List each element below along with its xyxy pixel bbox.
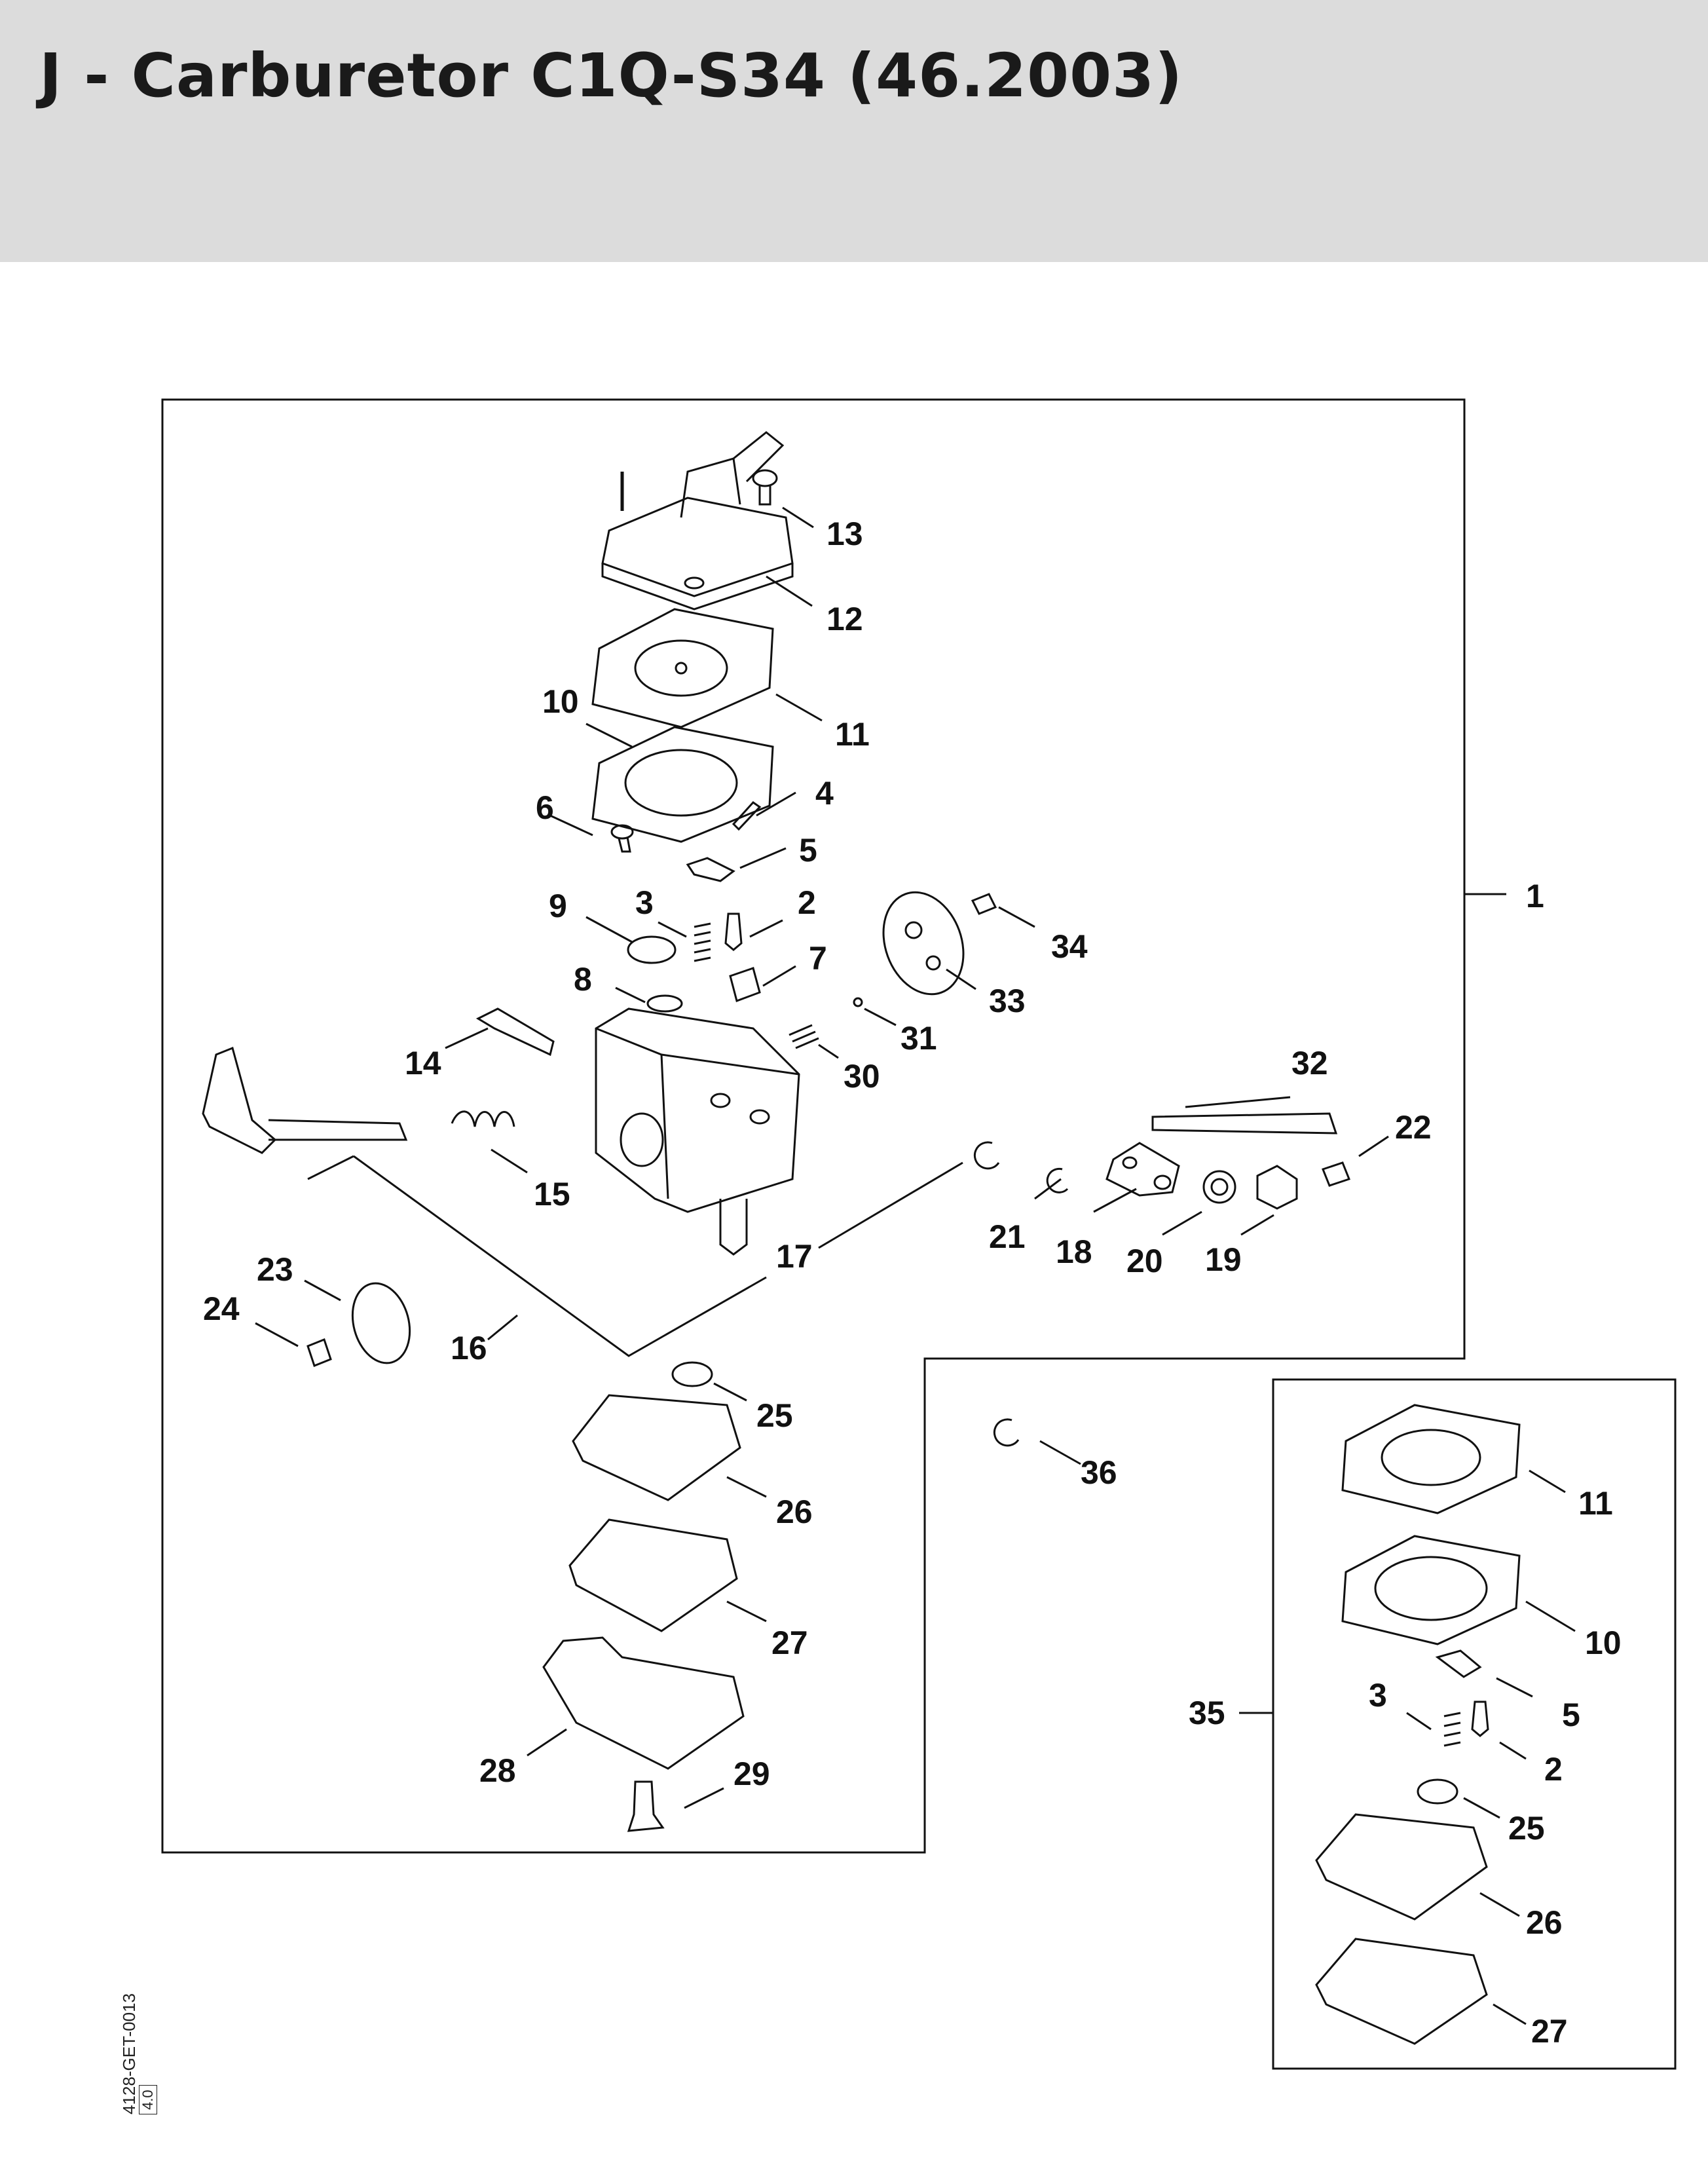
part-12-cover — [601, 431, 794, 610]
part-24-screw — [306, 1338, 332, 1367]
callout-18: 18 — [1056, 1233, 1092, 1270]
part-3-spring — [694, 922, 711, 962]
callout-14: 14 — [405, 1045, 441, 1081]
kit-part-5 — [1435, 1649, 1482, 1678]
kit-part-3 — [1443, 1712, 1461, 1747]
part-25-filter — [671, 1361, 713, 1387]
part-27-gasket — [568, 1518, 738, 1632]
part-29-screw — [627, 1780, 665, 1832]
part-16-shaft — [202, 1046, 408, 1154]
part-5-lever — [686, 857, 735, 882]
part-14-screw — [475, 1007, 555, 1057]
kit-part-26 — [1315, 1813, 1488, 1921]
drawing-reference: 4128-GET-0013 — [119, 1993, 139, 2114]
callout-17: 17 — [776, 1238, 813, 1275]
callout-19: 19 — [1205, 1241, 1242, 1278]
part-15-spring — [451, 1110, 515, 1127]
carburetor-body — [595, 1007, 800, 1256]
callout-5: 5 — [799, 832, 817, 869]
kit-callout-25: 25 — [1508, 1810, 1545, 1847]
callout-27: 27 — [771, 1624, 808, 1661]
part-8-seal — [646, 994, 683, 1013]
callout-24: 24 — [203, 1290, 240, 1327]
part-22-screw — [1322, 1161, 1350, 1187]
part-10-gasket — [591, 726, 774, 843]
callout-3: 3 — [635, 884, 654, 921]
callout-29: 29 — [733, 1755, 770, 1792]
callout-26: 26 — [776, 1493, 813, 1530]
callout-30: 30 — [844, 1058, 880, 1095]
part-36-clip — [993, 1418, 1020, 1447]
callout-labels: 13 12 10 11 4 6 5 9 3 2 7 8 34 33 31 30 … — [203, 516, 1622, 2050]
part-34-screw — [971, 893, 997, 915]
part-30-spring — [789, 1024, 819, 1049]
kit-part-27 — [1315, 1938, 1488, 2045]
part-7-sleeve — [729, 967, 761, 1002]
part-20-washer-hole — [1210, 1178, 1229, 1196]
callout-9: 9 — [549, 888, 567, 924]
part-31-ball — [853, 997, 863, 1007]
callout-32: 32 — [1291, 1045, 1328, 1081]
part-23-plate — [351, 1282, 411, 1364]
part-2-needle — [724, 912, 743, 951]
kit-callout-2: 2 — [1544, 1751, 1563, 1788]
callout-25: 25 — [756, 1397, 793, 1434]
page-title: J - Carburetor C1Q-S34 (46.2003) — [39, 41, 1183, 111]
callout-21: 21 — [989, 1218, 1026, 1255]
callout-15: 15 — [534, 1176, 570, 1212]
drawing-revision: 4.0 — [139, 2085, 157, 2114]
callout-13: 13 — [826, 516, 863, 552]
part-9-seal — [627, 935, 677, 964]
callout-33: 33 — [989, 983, 1026, 1019]
callout-2: 2 — [798, 884, 816, 921]
kit-frame — [1272, 1378, 1677, 2070]
kit-callout-27: 27 — [1531, 2013, 1568, 2050]
callout-8: 8 — [574, 961, 592, 998]
callout-6: 6 — [536, 789, 554, 826]
kit-callout-11: 11 — [1578, 1485, 1613, 1522]
callout-31: 31 — [900, 1020, 937, 1057]
callout-23: 23 — [257, 1251, 293, 1288]
callout-22: 22 — [1395, 1109, 1432, 1146]
part-20-washer — [1202, 1170, 1236, 1204]
callout-11: 11 — [835, 716, 870, 753]
part-21-clip — [1046, 1167, 1069, 1193]
kit-callout-10: 10 — [1585, 1624, 1622, 1661]
kit-part-2 — [1471, 1700, 1489, 1737]
callout-20: 20 — [1126, 1243, 1163, 1279]
part-28-cover — [542, 1636, 745, 1770]
kit-callout-3: 3 — [1369, 1677, 1387, 1714]
callout-28: 28 — [479, 1752, 516, 1789]
leader-lines — [255, 506, 1576, 2025]
callout-7: 7 — [809, 940, 827, 977]
kit-part-10 — [1341, 1535, 1521, 1645]
callout-4: 4 — [815, 775, 834, 812]
part-13-screw — [752, 469, 778, 506]
part-32-shaft — [1151, 1112, 1338, 1135]
part-4-pin — [732, 801, 762, 831]
part-11-diaphragm — [591, 608, 774, 728]
part-26-diaphragm — [572, 1394, 741, 1501]
callout-36: 36 — [1081, 1454, 1117, 1491]
part-18-lever — [1105, 1142, 1180, 1197]
kit-callout-5: 5 — [1562, 1697, 1580, 1733]
callout-12: 12 — [826, 601, 863, 637]
main-frame — [161, 398, 1466, 1854]
kit-callout-26: 26 — [1526, 1904, 1563, 1941]
part-17-clip — [973, 1141, 1000, 1170]
callout-10: 10 — [542, 683, 579, 720]
callout-1: 1 — [1526, 878, 1544, 914]
kit-part-11-disc — [1381, 1429, 1481, 1486]
callout-34: 34 — [1051, 928, 1088, 965]
callout-35: 35 — [1189, 1695, 1225, 1731]
kit-part-11 — [1341, 1404, 1521, 1514]
part-33-plate — [882, 891, 965, 996]
part-6-screw — [610, 824, 634, 853]
kit-part-25 — [1417, 1778, 1458, 1805]
header-bar — [0, 0, 1708, 262]
callout-16: 16 — [451, 1330, 487, 1366]
kit-part-10-ring — [1374, 1556, 1488, 1621]
part-19-cap — [1256, 1165, 1298, 1210]
